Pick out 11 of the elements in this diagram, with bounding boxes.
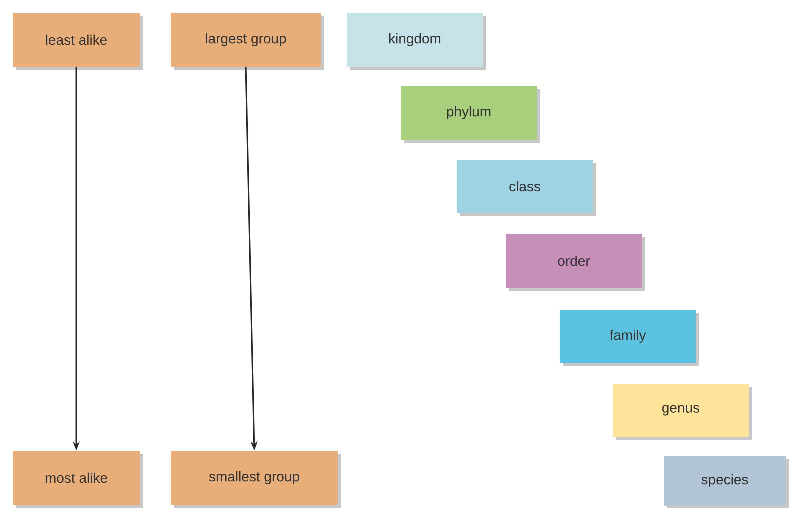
label-box: largest group xyxy=(171,13,324,70)
rank-box: class xyxy=(457,160,596,216)
label-box: most alike xyxy=(13,450,143,508)
rank-box: kingdom xyxy=(347,13,486,70)
label-box: least alike xyxy=(13,13,143,70)
label-box: smallest group xyxy=(171,450,341,508)
rank-box: order xyxy=(506,234,645,291)
rank-box: phylum xyxy=(401,86,540,143)
rank-box: family xyxy=(560,310,699,366)
rank-box: species xyxy=(664,456,789,508)
rank-box: genus xyxy=(613,384,752,440)
